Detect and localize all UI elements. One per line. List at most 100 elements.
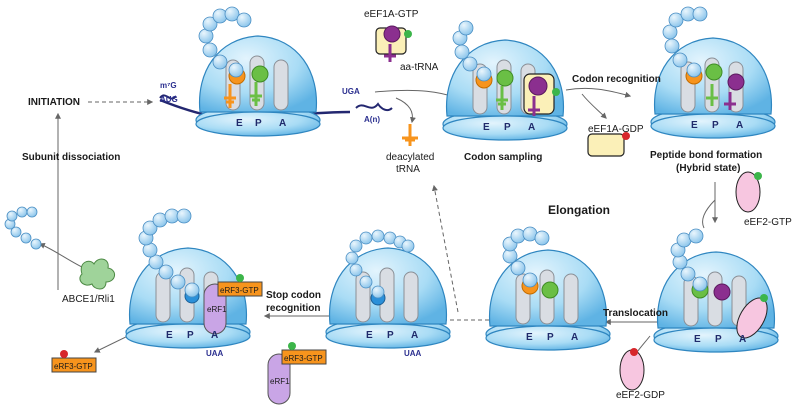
subunit-dissociation-label: Subunit dissociation: [22, 152, 120, 163]
abce1-icon: [79, 258, 115, 290]
peptide-bead: [692, 6, 708, 22]
peptide-bead: [184, 282, 200, 298]
site-a-3: A: [736, 120, 743, 131]
abce1-label: ABCE1/Rli1: [62, 294, 115, 305]
peptide-bead: [26, 206, 38, 218]
hybrid-state-label: (Hybrid state): [676, 163, 740, 174]
uga-label: UGA: [342, 87, 360, 96]
site-p-7: P: [187, 330, 194, 341]
initiation-label: INITIATION: [28, 97, 80, 108]
peptide-bead: [359, 275, 373, 289]
peptide-bead: [158, 264, 174, 280]
site-p-2: P: [504, 122, 511, 133]
codon-recognition-label: Codon recognition: [572, 74, 661, 85]
peptide-bead: [458, 20, 474, 36]
site-e-4: E: [694, 334, 701, 345]
site-e-6: E: [366, 330, 373, 341]
site-p-1: P: [255, 118, 262, 129]
peptide-bead: [476, 66, 492, 82]
peptide-bead: [20, 232, 32, 244]
peptide-bead: [236, 12, 252, 28]
erf3-gtp-label-1: eRF3-GTP: [284, 354, 323, 363]
peptide-bead: [170, 274, 186, 290]
peptide-bead: [401, 239, 415, 253]
peptide-bead: [692, 276, 708, 292]
peptide-bead: [462, 56, 478, 72]
peptide-bead: [176, 208, 192, 224]
peptide-bead: [202, 16, 218, 32]
peptide-bead: [688, 228, 704, 244]
peptide-bead: [371, 229, 385, 243]
peptide-bead: [345, 251, 359, 265]
site-p-6: P: [387, 330, 394, 341]
erf1-label-2: eRF1: [207, 305, 227, 314]
peptide-bead: [686, 62, 702, 78]
peptide-chains: [4, 6, 708, 299]
site-e-7: E: [166, 330, 173, 341]
erf1-erf3-complex: [267, 342, 327, 405]
peptide-bead: [371, 285, 385, 299]
codon-sampling-label: Codon sampling: [464, 152, 542, 163]
peptide-bead: [534, 230, 550, 246]
site-e-1: E: [236, 118, 243, 129]
peptide-bead: [510, 260, 526, 276]
site-e-2: E: [483, 122, 490, 133]
peptide-bead: [202, 42, 218, 58]
ribosome-codon-sampling: [442, 39, 568, 141]
erf1-label-1: eRF1: [270, 377, 290, 386]
peptide-bead: [6, 210, 18, 222]
eef1a-gdp-box: [587, 132, 630, 157]
peptide-bead: [454, 44, 470, 60]
peptide-bead: [30, 238, 42, 250]
peptide-bead: [349, 263, 363, 277]
site-p-3: P: [712, 120, 719, 131]
translocation-label: Translocation: [603, 308, 668, 319]
deacylated-trna-icon: [402, 124, 418, 146]
start-codon-label: AUG: [160, 95, 178, 104]
eef2-gdp-label: eEF2-GDP: [616, 390, 665, 401]
site-p-5: P: [547, 332, 554, 343]
eef1a-gtp-label: eEF1A-GTP: [364, 9, 419, 20]
uaa-label-1: UAA: [404, 349, 422, 358]
elongation-label: Elongation: [548, 203, 610, 217]
site-a-6: A: [411, 330, 418, 341]
peptide-bead: [359, 231, 373, 245]
erf3-gtp-label-3: eRF3-GTP: [54, 362, 93, 371]
peptide-bead: [212, 54, 228, 70]
site-e-5: E: [526, 332, 533, 343]
peptide-bead: [142, 220, 158, 236]
trna-label: tRNA: [396, 164, 420, 175]
ribosome-initiation: [159, 35, 393, 137]
eef1a-gdp-label: eEF1A-GDP: [588, 124, 644, 135]
peptide-bead: [148, 254, 164, 270]
peptide-bead: [349, 239, 363, 253]
stop-recognition-label: recognition: [266, 303, 320, 314]
peptide-bead: [228, 62, 244, 78]
peptide-bead: [672, 52, 688, 68]
erf3-gdp-released: [51, 350, 97, 373]
uaa-label-2: UAA: [206, 349, 224, 358]
ribosome-translocation: [653, 251, 779, 353]
aa-trna-label: aa-tRNA: [400, 62, 439, 73]
peptide-bead: [224, 6, 240, 22]
site-a-4: A: [739, 334, 746, 345]
site-a-7: A: [211, 330, 218, 341]
site-e-3: E: [691, 120, 698, 131]
stop-codon-label: Stop codon: [266, 290, 321, 301]
eef2-gdp-oval: [619, 348, 645, 391]
site-a-5: A: [571, 332, 578, 343]
peptide-bond-label: Peptide bond formation: [650, 150, 762, 161]
peptide-bead: [522, 272, 538, 288]
ribosome-termination: [125, 247, 263, 349]
site-a-1: A: [279, 118, 286, 129]
site-a-2: A: [528, 122, 535, 133]
eef2-gtp-oval: [735, 171, 762, 213]
cap-label: m⁷G: [160, 81, 177, 90]
deacylated-label: deacylated: [386, 152, 434, 163]
erf3-gtp-label-2: eRF3-GTP: [220, 286, 259, 295]
peptide-bead: [10, 226, 22, 238]
peptide-bead: [662, 24, 678, 40]
eef1a-gtp-complex: [375, 25, 412, 62]
eef2-gtp-label: eEF2-GTP: [744, 217, 792, 228]
